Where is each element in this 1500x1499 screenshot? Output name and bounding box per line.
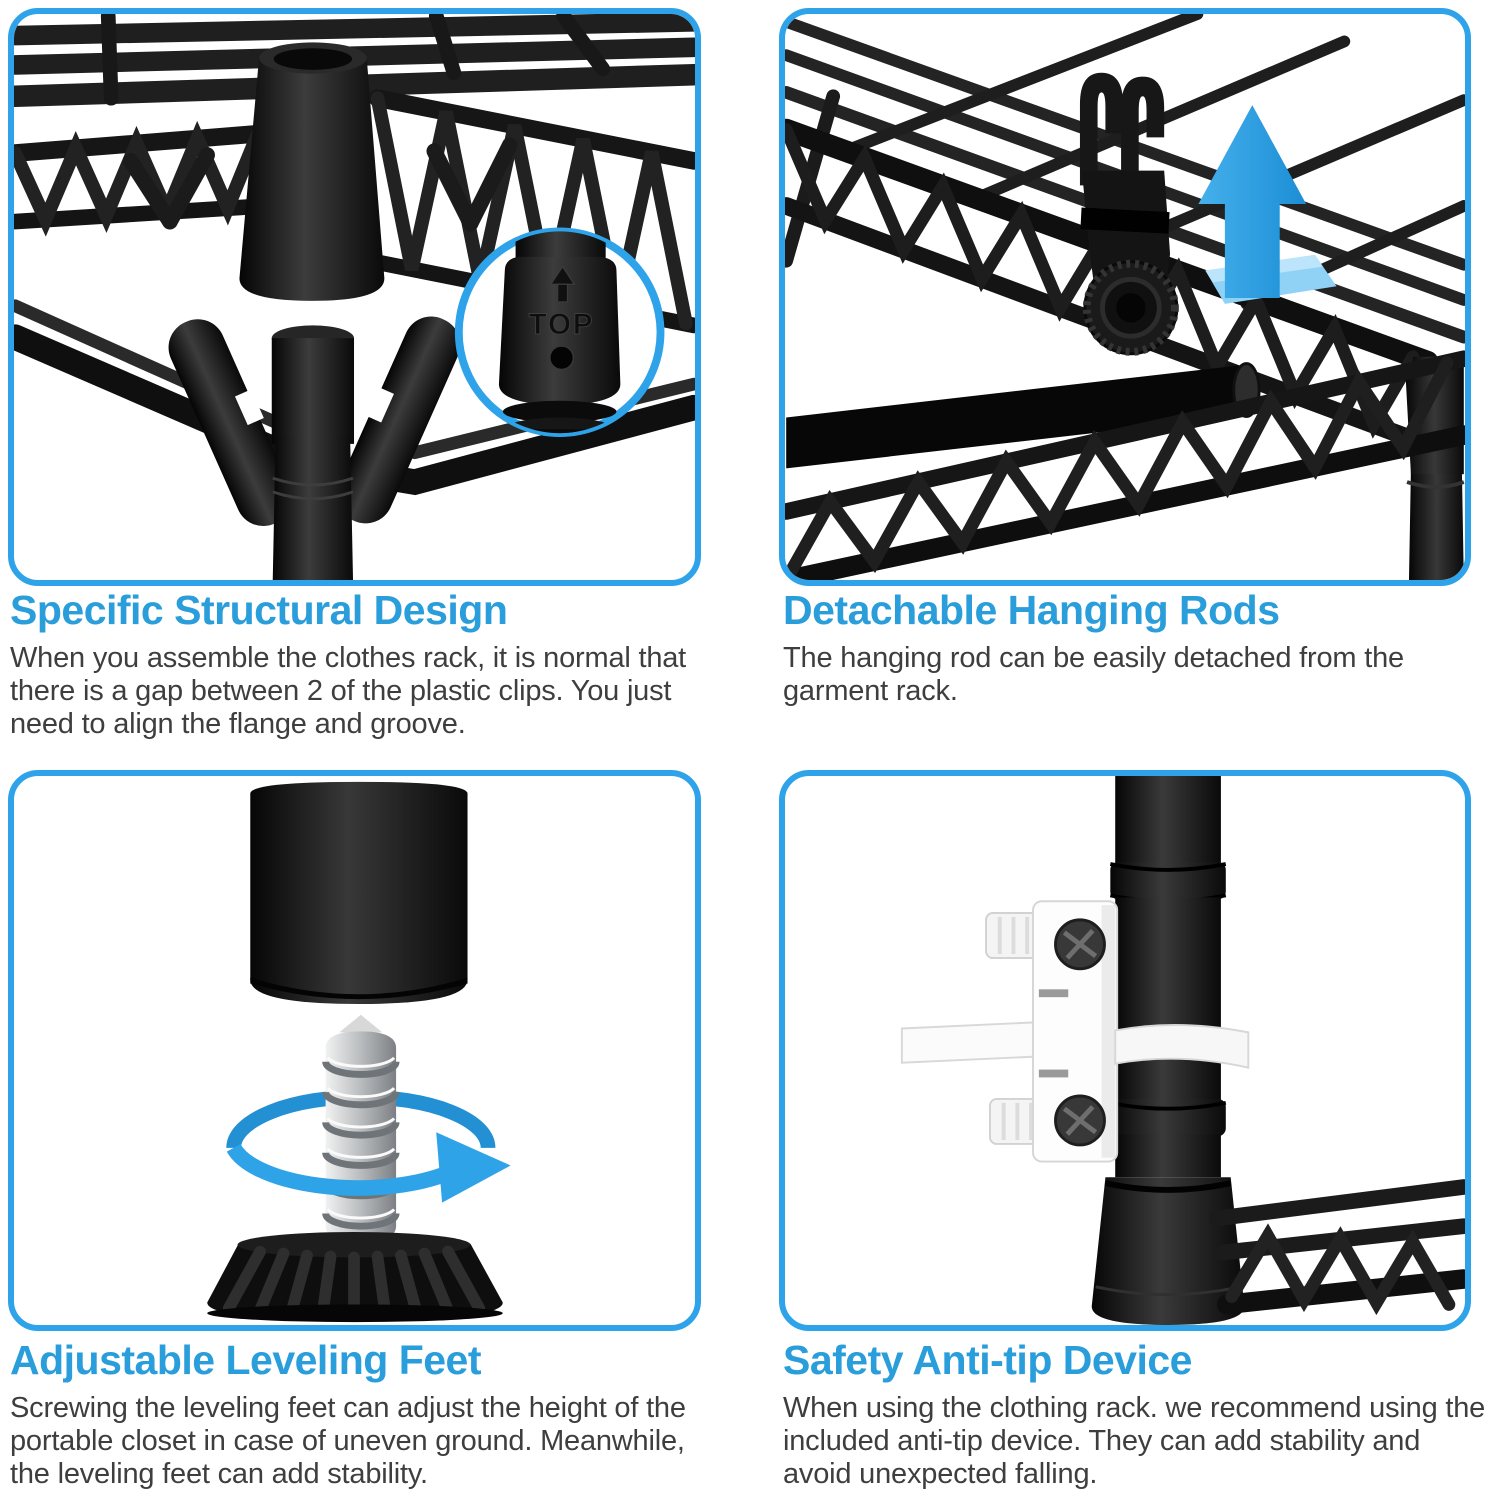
- caption-anti-tip: Safety Anti-tip Device When using the cl…: [783, 1338, 1495, 1491]
- screw-top: [1054, 918, 1106, 971]
- section-title: Detachable Hanging Rods: [783, 587, 1280, 633]
- illustration-leveling-feet: [207, 781, 511, 1323]
- illustration-hanging-rods: [785, 14, 1465, 580]
- rod-bracket: [1079, 72, 1179, 356]
- caption-leveling-feet: Adjustable Leveling Feet Screwing the le…: [10, 1338, 704, 1491]
- section-title: Adjustable Leveling Feet: [10, 1337, 482, 1383]
- caption-hanging-rods: Detachable Hanging Rods The hanging rod …: [783, 588, 1495, 708]
- section-body: When you assemble the clothes rack, it i…: [10, 642, 687, 740]
- photo-panel-leveling-feet: [8, 770, 701, 1331]
- up-arrow-icon: [1198, 105, 1307, 298]
- corner-sleeve: [239, 58, 385, 301]
- section-body: Screwing the leveling feet can adjust th…: [10, 1392, 686, 1490]
- pole-end: [250, 781, 468, 1005]
- section-title: Specific Structural Design: [10, 587, 508, 633]
- top-label: TOP: [529, 308, 595, 341]
- photo-panel-anti-tip: [779, 770, 1471, 1331]
- rotate-arrow-icon: [226, 1132, 511, 1203]
- photo-panel-hanging-rods: [779, 8, 1471, 586]
- illustration-anti-tip: [900, 776, 1465, 1325]
- illustration-structural-design: TOP: [14, 14, 695, 580]
- bracket-strap: [1114, 1024, 1250, 1069]
- plastic-clips: [168, 316, 461, 580]
- caption-structural-design: Specific Structural Design When you asse…: [10, 588, 704, 741]
- section-body: The hanging rod can be easily detached f…: [783, 642, 1404, 707]
- section-title: Safety Anti-tip Device: [783, 1337, 1192, 1383]
- threaded-stud: [322, 1014, 400, 1242]
- photo-panel-structural-design: TOP: [8, 8, 701, 586]
- leveling-foot: [207, 1232, 503, 1323]
- screw-bottom: [1054, 1094, 1106, 1147]
- top-marking-inset: TOP: [454, 227, 665, 438]
- section-body: When using the clothing rack. we recomme…: [783, 1392, 1486, 1490]
- upright-pole: [1091, 776, 1245, 1325]
- anti-tip-bracket: [900, 900, 1250, 1163]
- top-arrow-icon: [549, 265, 576, 303]
